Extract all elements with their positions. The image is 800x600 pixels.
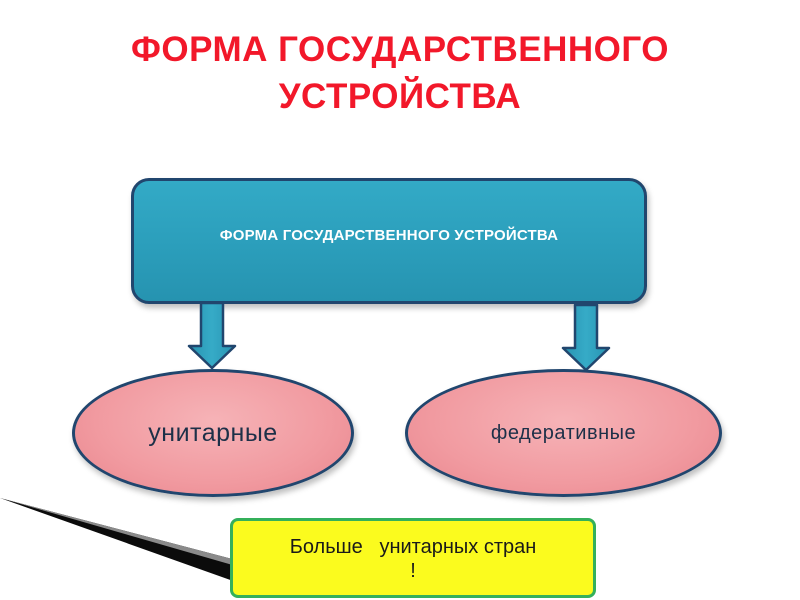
- slide-title: ФОРМА ГОСУДАРСТВЕННОГО УСТРОЙСТВА: [0, 26, 800, 120]
- callout-pointer-icon: [0, 498, 236, 582]
- slide-title-line-2: УСТРОЙСТВА: [278, 77, 522, 116]
- down-arrow-icon: [187, 302, 237, 370]
- federative-label: федеративные: [490, 421, 637, 444]
- note-line-1: Больше унитарных стран: [289, 536, 537, 558]
- unitary-label: унитарные: [148, 418, 278, 447]
- main-concept-label: ФОРМА ГОСУДАРСТВЕННОГО УСТРОЙСТВА: [219, 226, 559, 244]
- slide-title-line-1: ФОРМА ГОСУДАРСТВЕННОГО: [130, 30, 670, 69]
- note-line-2: !: [410, 560, 416, 582]
- federative-ellipse: федеративные: [405, 369, 722, 497]
- main-concept-box: ФОРМА ГОСУДАРСТВЕННОГО УСТРОЙСТВА: [131, 178, 647, 304]
- note-box: Больше унитарных стран !: [230, 518, 596, 598]
- down-arrow-icon: [561, 304, 611, 372]
- unitary-ellipse: унитарные: [72, 369, 354, 497]
